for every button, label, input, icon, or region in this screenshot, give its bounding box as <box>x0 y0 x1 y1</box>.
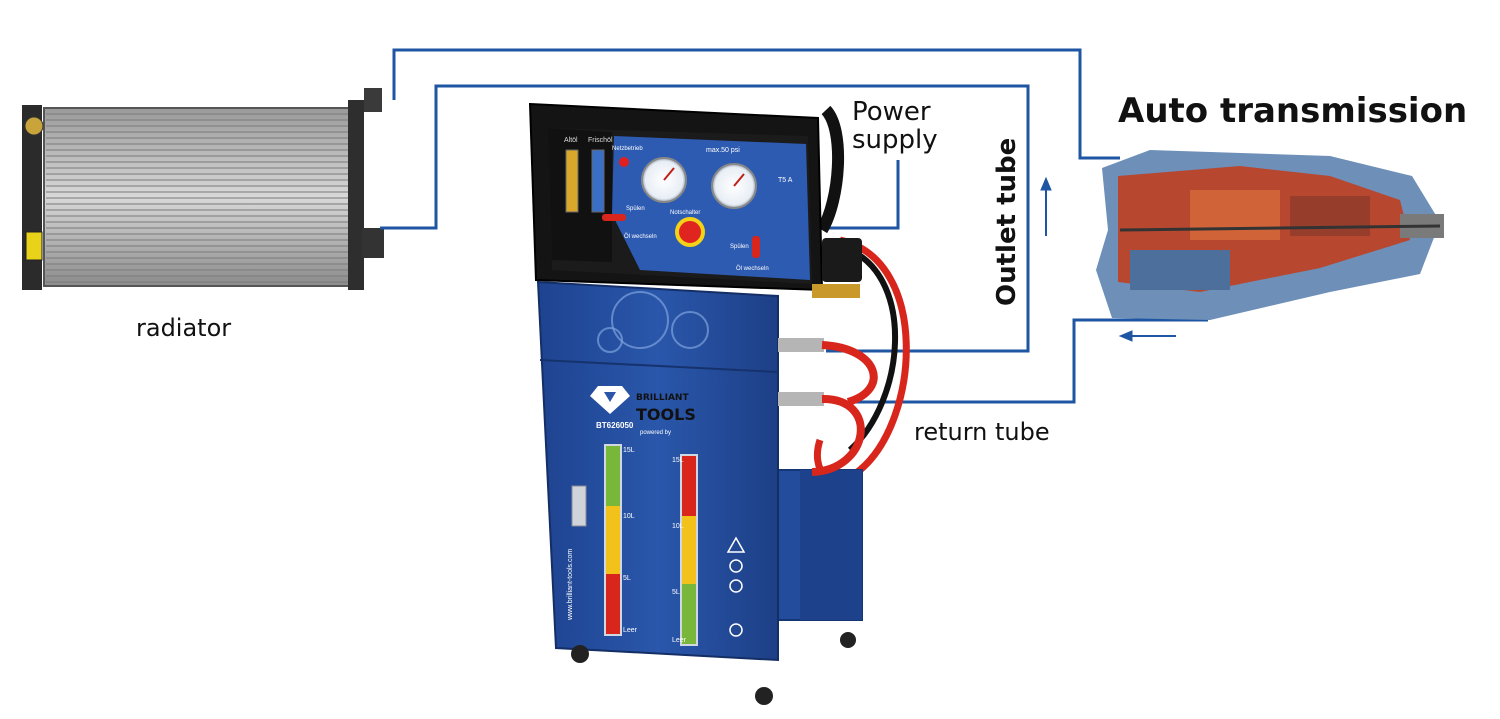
sight-glass-old-oil <box>565 149 579 213</box>
powered-by-label: powered by <box>640 430 671 436</box>
emergency-stop-button <box>675 217 705 247</box>
valve-lever-left <box>602 214 626 221</box>
tank-mark: Leer <box>672 637 687 644</box>
power-supply-label-line2: supply <box>852 125 938 155</box>
flow-arrows <box>1040 176 1176 342</box>
wechseln-left-label: Öl wechseln <box>624 233 657 240</box>
fuse-label: T5 A <box>778 177 793 184</box>
gauge-max-label: max.50 psi <box>706 147 740 154</box>
radiator-label: radiator <box>136 314 231 342</box>
power-lamp <box>619 157 629 167</box>
safety-icons <box>726 536 746 637</box>
outlet-tube-label: Outlet tube <box>992 138 1022 306</box>
tank-right-marks: 15L 10L 5L Leer <box>672 457 687 644</box>
return-tube-label: return tube <box>914 418 1050 446</box>
warning-icon <box>726 536 746 553</box>
wechseln-right-label: Öl wechseln <box>736 265 769 272</box>
netz-label: Netzbetrieb <box>612 146 643 152</box>
tank-mark: 15L <box>672 457 684 464</box>
transmission-to-radiator-outer-line <box>392 48 1120 160</box>
return-fitting <box>778 392 824 406</box>
outlet-fitting <box>778 338 824 352</box>
notaus-label: Notschalter <box>670 210 700 216</box>
return-tube-line <box>836 318 1208 404</box>
auto-transmission-image <box>1096 150 1444 320</box>
website-label: www.brilliant-tools.com <box>567 549 574 621</box>
valve-lever-right <box>752 236 760 258</box>
flush-machine: Altöl Frischöl max.50 psi T5 A Netzbetri… <box>528 102 910 705</box>
model-number: BT626050 <box>596 421 634 430</box>
spulen-right-label: Spülen <box>730 244 749 250</box>
radiator-image <box>22 88 384 290</box>
wheel-front-right <box>755 687 773 705</box>
auto-transmission-label: Auto transmission <box>1118 91 1467 131</box>
tank-mark: 5L <box>672 589 680 596</box>
sight-glass-new-oil <box>591 149 605 213</box>
panel-label-altol: Altöl <box>564 137 578 144</box>
spulen-left-label: Spülen <box>626 206 645 212</box>
tank-mark: 5L <box>623 575 631 582</box>
tank-level-right <box>680 454 698 646</box>
red-hose-return <box>811 394 865 476</box>
tank-mark: 15L <box>623 447 635 454</box>
eye-protection-icon <box>729 579 743 593</box>
tank-mark: Leer <box>623 627 638 634</box>
tank-level-left <box>604 444 622 636</box>
wheel-back <box>840 632 856 648</box>
red-hose-outlet <box>821 341 878 406</box>
tank-mark: 10L <box>623 513 635 520</box>
no-fire-icon <box>729 623 743 637</box>
door-latch <box>571 485 587 527</box>
tank-left-marks: 15L 10L 5L Leer <box>623 447 638 634</box>
tank-mark: 10L <box>672 523 684 530</box>
wheel-front-left <box>571 645 589 663</box>
oil-filter <box>822 238 862 282</box>
gloves-icon <box>729 559 743 573</box>
radiator-fins <box>46 113 348 283</box>
outlet-tube-line <box>380 84 1030 353</box>
brand-line1: BRILLIANT <box>636 393 689 403</box>
brand-line2: TOOLS <box>636 405 696 424</box>
panel-label-frischol: Frischöl <box>588 137 613 144</box>
power-supply-label-line1: Power <box>852 97 931 127</box>
